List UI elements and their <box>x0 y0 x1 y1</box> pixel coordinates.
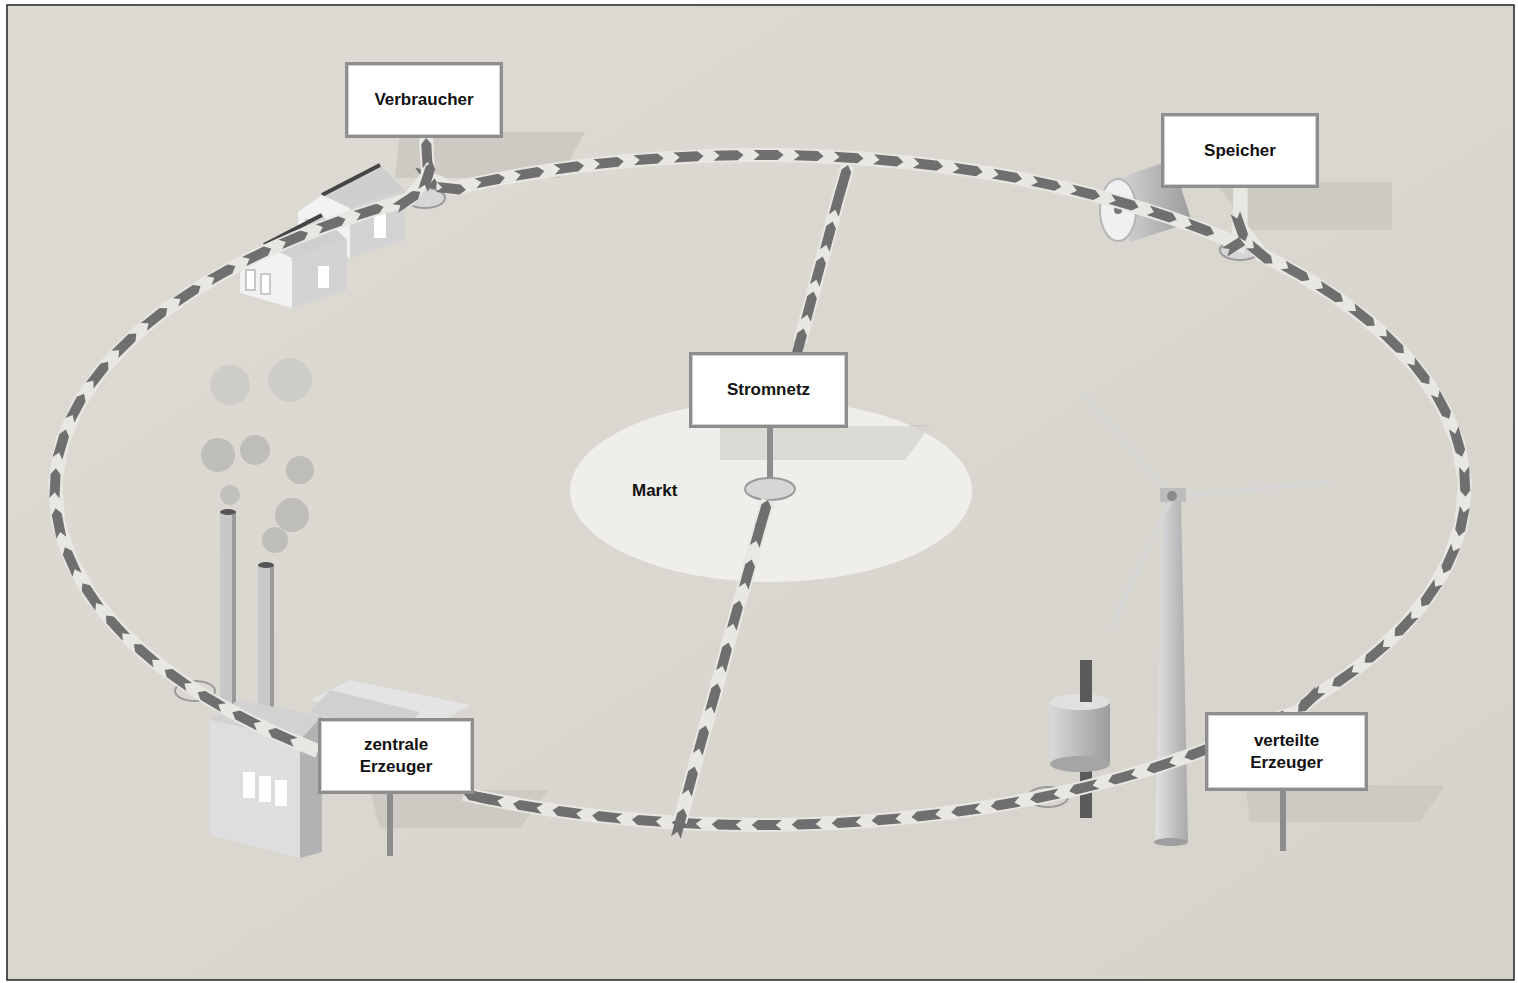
pole-base <box>745 478 795 500</box>
flow-arrow <box>1240 188 1465 712</box>
label-sign: Verbraucher <box>345 62 503 138</box>
flow-arrow <box>426 138 1240 244</box>
node-label: verteilte Erzeuger <box>1226 730 1347 774</box>
frame <box>7 5 1514 980</box>
label-sign: verteilte Erzeuger <box>1205 712 1368 791</box>
flow-arrow <box>464 712 1298 825</box>
node-label: Markt <box>632 480 677 502</box>
houses <box>240 165 405 308</box>
node-label: Verbraucher <box>374 89 473 111</box>
label-sign: zentrale Erzeuger <box>318 718 474 794</box>
node-label: zentrale Erzeuger <box>339 734 453 778</box>
power-plant <box>210 509 470 858</box>
sign-poles <box>175 135 1286 856</box>
sign-shadows <box>370 132 1445 828</box>
node-label: Stromnetz <box>727 379 810 401</box>
flow-arrow <box>55 138 428 751</box>
sign-shadow <box>720 426 930 460</box>
label-sign: Speicher <box>1161 113 1319 188</box>
smoke <box>201 358 314 553</box>
grid-line <box>800 165 848 342</box>
label-sign: Stromnetz <box>689 352 848 428</box>
grid-line <box>680 500 768 822</box>
node-label: Speicher <box>1204 140 1276 162</box>
sign-pole <box>767 426 773 488</box>
